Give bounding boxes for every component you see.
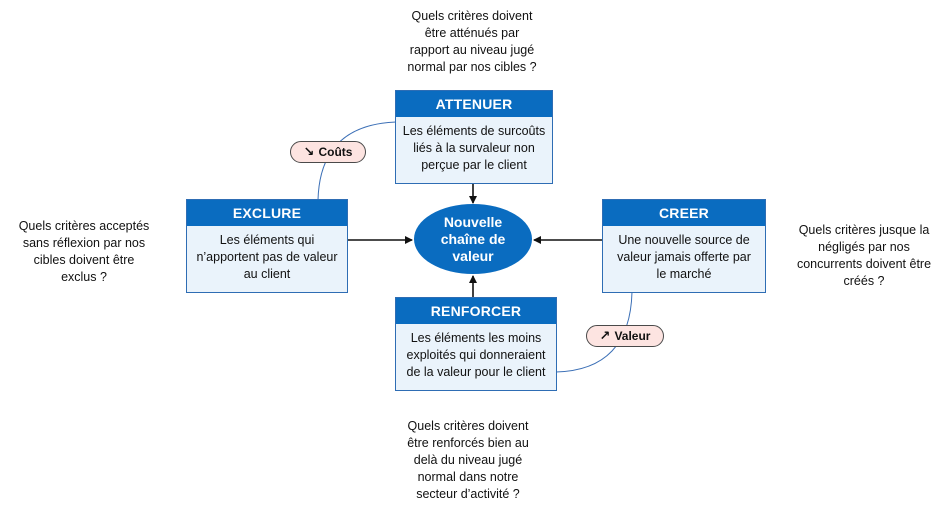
question-top: Quels critères doivent être atténués par… [407,9,537,74]
creer-renforcer-curve [555,291,633,373]
arrow-down-right-icon: ↘ [303,144,315,159]
couts-label: Coûts [318,145,353,159]
arrow-up-right-icon: ↗ [599,328,611,343]
attenuer-title: ATTENUER [396,91,552,117]
valeur-pill: ↗ Valeur [586,325,664,347]
question-bottom: Quels critères doivent être renforcés bi… [407,419,529,501]
renforcer-box: RENFORCER Les éléments les moins exploit… [395,297,557,391]
creer-box: CREER Une nouvelle source de valeur jama… [602,199,766,293]
creer-description: Une nouvelle source de valeur jamais off… [617,233,751,281]
valeur-label: Valeur [614,329,651,343]
exclure-box: EXCLURE Les éléments qui n’apportent pas… [186,199,348,293]
exclure-description: Les éléments qui n’apportent pas de vale… [196,233,338,281]
creer-title: CREER [603,200,765,226]
renforcer-title: RENFORCER [396,298,556,324]
question-left: Quels critères acceptés sans réflexion p… [18,219,150,284]
renforcer-description: Les éléments les moins exploités qui don… [406,331,546,379]
center-value-chain: Nouvelle chaîne de valeur [414,204,532,274]
couts-pill: ↘ Coûts [290,141,366,163]
attenuer-description: Les éléments de surcoûts liés à la surva… [402,124,546,172]
question-right: Quels critères jusque la négligés par no… [796,223,932,288]
exclure-title: EXCLURE [187,200,347,226]
attenuer-box: ATTENUER Les éléments de surcoûts liés à… [395,90,553,184]
